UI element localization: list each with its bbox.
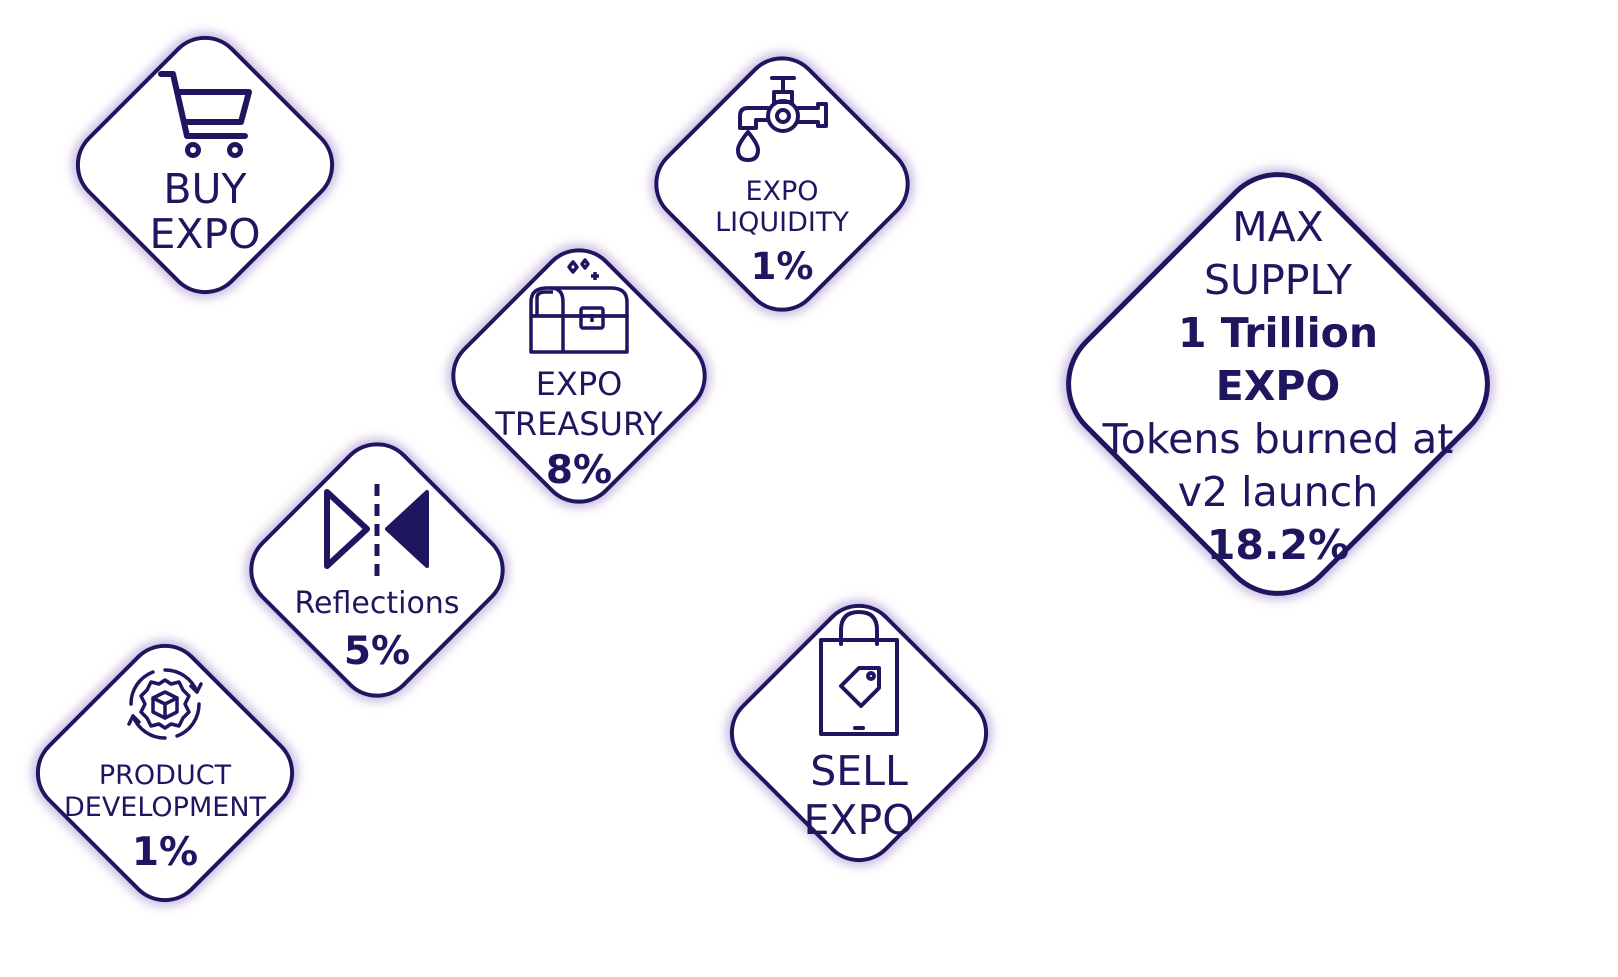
treasure-chest-icon (529, 258, 629, 354)
max-supply-card: MAX SUPPLY 1 Trillion EXPO Tokens burned… (1026, 132, 1530, 636)
supply-amount-line1: 1 Trillion (1177, 309, 1379, 358)
shopping-cart-icon (158, 71, 252, 158)
product-percent: 1% (131, 829, 199, 875)
product-label-line1: PRODUCT (98, 760, 232, 791)
sell-expo-card: SELL EXPO (706, 580, 1012, 886)
expo-treasury-card: EXPO TREASURY 8% (427, 224, 731, 528)
supply-percent: 18.2% (1206, 521, 1350, 570)
reflections-card: Reflections 5% (225, 418, 529, 722)
sell-label-line2: EXPO (803, 796, 915, 845)
liquidity-label-line1: EXPO (745, 176, 819, 207)
reflections-percent: 5% (343, 628, 411, 674)
buy-label-line1: BUY (163, 165, 247, 213)
gear-cube-icon (127, 668, 203, 740)
reflections-label: Reflections (294, 586, 460, 621)
buy-expo-card: BUY EXPO (52, 12, 358, 318)
supply-amount-line2: EXPO (1215, 362, 1341, 411)
sell-label-line1: SELL (810, 747, 908, 795)
treasury-percent: 8% (545, 448, 613, 494)
shopping-bag-tag-icon (819, 610, 899, 736)
mirror-reflect-icon (324, 484, 429, 576)
supply-burn-line2: v2 launch (1177, 468, 1379, 517)
treasury-label-line1: EXPO (535, 365, 623, 403)
expo-liquidity-card: EXPO LIQUIDITY 1% (630, 32, 934, 336)
water-tap-icon (736, 76, 828, 162)
supply-label-line2: SUPPLY (1204, 256, 1352, 305)
product-development-card: PRODUCT DEVELOPMENT 1% (12, 620, 318, 926)
buy-label-line2: EXPO (149, 210, 261, 259)
product-label-line2: DEVELOPMENT (63, 792, 267, 824)
supply-burn-line1: Tokens burned at (1102, 415, 1454, 464)
liquidity-label-line2: LIQUIDITY (715, 207, 849, 239)
liquidity-percent: 1% (750, 244, 814, 288)
treasury-label-line2: TREASURY (495, 404, 663, 443)
supply-label-line1: MAX (1232, 203, 1324, 251)
